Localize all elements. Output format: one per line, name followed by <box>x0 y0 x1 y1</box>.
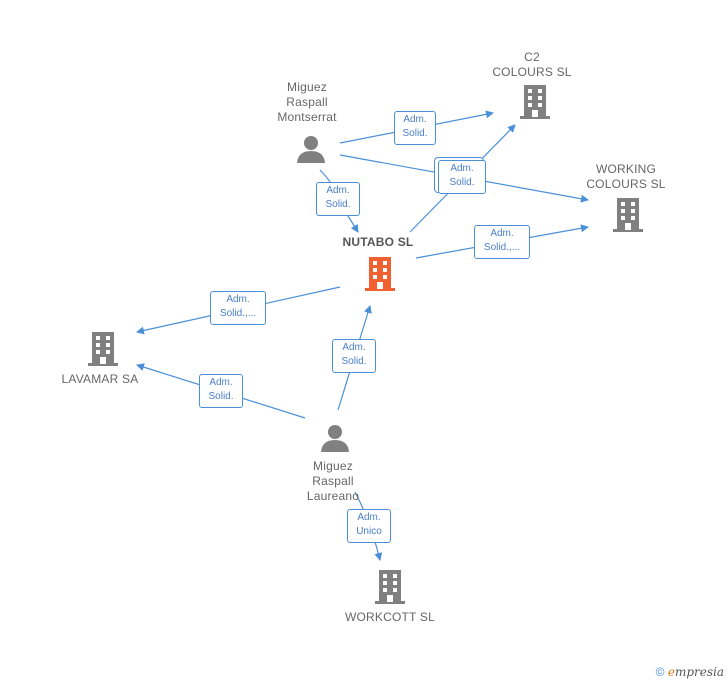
node-label-c2: C2 COLOURS SL <box>492 50 572 79</box>
edge-label-e8[interactable]: Adm. Solid. <box>332 339 376 373</box>
node-label-workcott: WORKCOTT SL <box>345 610 435 624</box>
building-icon-main <box>365 257 395 291</box>
node-label-lavamar: LAVAMAR SA <box>61 372 139 386</box>
brand-name: mpresia <box>674 665 724 679</box>
edge-label-e1[interactable]: Adm. Solid. <box>394 111 436 145</box>
edge-label-e7[interactable]: Adm. Solid. <box>199 374 243 408</box>
building-icon <box>375 570 405 604</box>
edge-label-e5[interactable]: Adm. Solid.,... <box>474 225 530 259</box>
node-label-working: WORKING COLOURS SL <box>586 162 666 191</box>
node-label-laureano: Miguez Raspall Laureano <box>306 459 360 503</box>
building-icon <box>520 85 550 119</box>
person-icon <box>297 136 325 163</box>
edge-label-e2[interactable]: Adm. Solid. <box>438 160 486 194</box>
empresia-watermark: © empresia <box>656 665 724 679</box>
building-icon <box>613 198 643 232</box>
person-icon <box>321 425 349 452</box>
building-icon <box>88 332 118 366</box>
brand-initial: e <box>667 665 675 679</box>
copyright-symbol: © <box>655 665 665 679</box>
edge-label-e6[interactable]: Adm. Solid.,... <box>210 291 266 325</box>
node-label-nutabo: NUTABO SL <box>342 235 414 249</box>
node-label-montserrat: Miguez Raspall Montserrat <box>277 80 337 124</box>
edge-label-e9[interactable]: Adm. Unico <box>347 509 391 543</box>
edge-label-e3[interactable]: Adm. Solid. <box>316 182 360 216</box>
